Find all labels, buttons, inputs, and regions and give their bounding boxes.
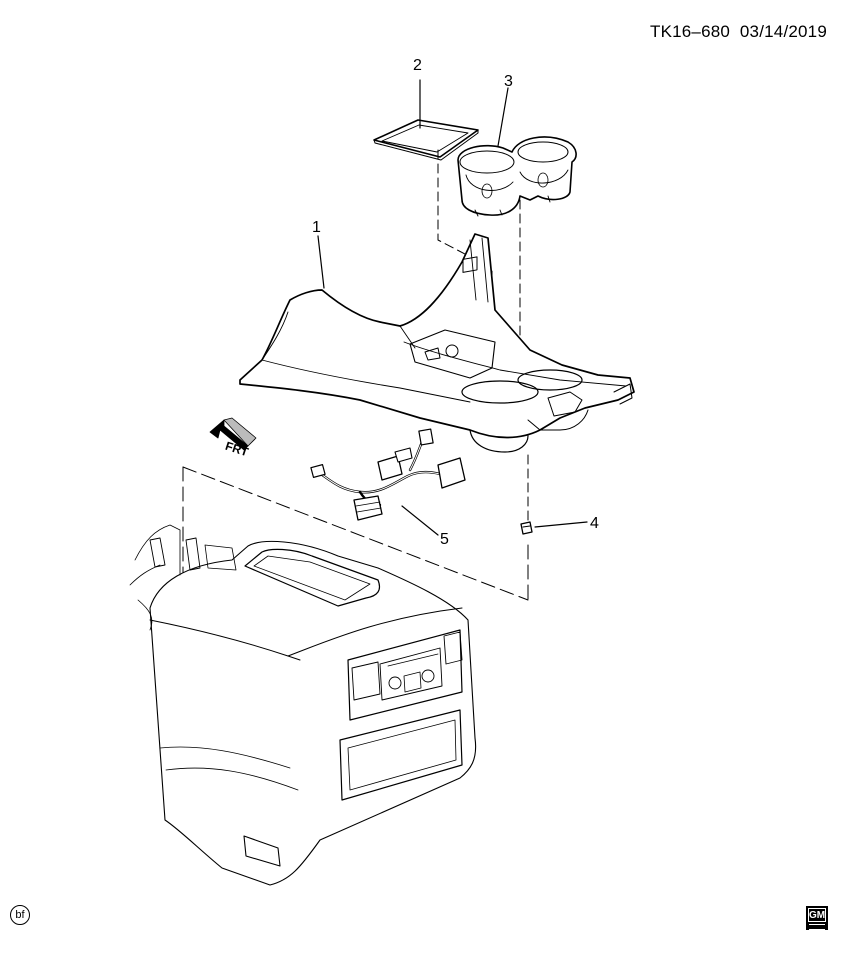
part-3-cupholder [457, 136, 577, 217]
callout-5: 5 [440, 531, 449, 548]
callout-3: 3 [504, 73, 513, 90]
callout-4: 4 [590, 515, 599, 532]
gm-logo-bar [809, 924, 825, 930]
leader-1 [317, 235, 325, 289]
part-1-console-trim [239, 233, 635, 453]
part-4-clip [520, 521, 533, 535]
illustration-code: TK16–680 [649, 22, 731, 41]
callout-2: 2 [413, 57, 422, 74]
front-direction-arrow: FRT [209, 417, 257, 460]
installation-boundary [182, 466, 529, 601]
gm-logo-text: GM [808, 908, 826, 922]
callout-1: 1 [312, 219, 321, 236]
header-info: TK16–680 03/14/2019 [650, 22, 827, 42]
part-5-wiring-harness [310, 428, 466, 521]
leader-5 [401, 505, 439, 536]
rear-console-assembly [129, 524, 477, 886]
leader-3 [497, 87, 509, 147]
diagram-date: 03/14/2019 [739, 22, 827, 41]
leader-4 [534, 521, 588, 528]
part-2-mat [373, 119, 479, 161]
bf-badge: bf [10, 905, 30, 925]
gm-logo: GM [806, 906, 828, 930]
